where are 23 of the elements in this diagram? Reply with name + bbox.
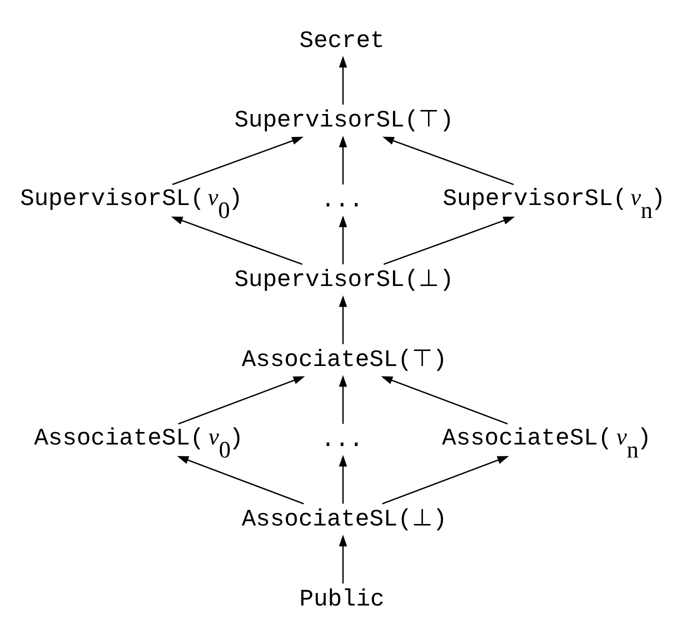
arrow: [338, 136, 348, 184]
node-text: ...: [320, 426, 364, 454]
node-text: ...: [320, 187, 364, 214]
node-text: AssociateSL(⊤): [242, 347, 448, 374]
arrow: [172, 136, 304, 186]
arrow: [381, 376, 508, 425]
node-text: Secret: [299, 28, 384, 55]
arrow: [384, 216, 515, 265]
arrow: [177, 456, 304, 504]
node-text: SupervisorSL(⊥): [234, 267, 454, 294]
arrow: [382, 136, 514, 186]
arrow: [338, 375, 348, 424]
arrow: [382, 456, 509, 504]
arrow: [338, 454, 348, 504]
arrow: [338, 295, 348, 344]
node-text: AssociateSL(⊥): [242, 506, 448, 534]
arrow: [178, 376, 305, 425]
node-text: Public: [299, 586, 384, 614]
arrow: [338, 216, 348, 264]
arrow: [338, 534, 348, 584]
node-text: SupervisorSL(⊤): [234, 108, 454, 135]
arrow: [171, 216, 302, 265]
arrow: [338, 56, 348, 105]
